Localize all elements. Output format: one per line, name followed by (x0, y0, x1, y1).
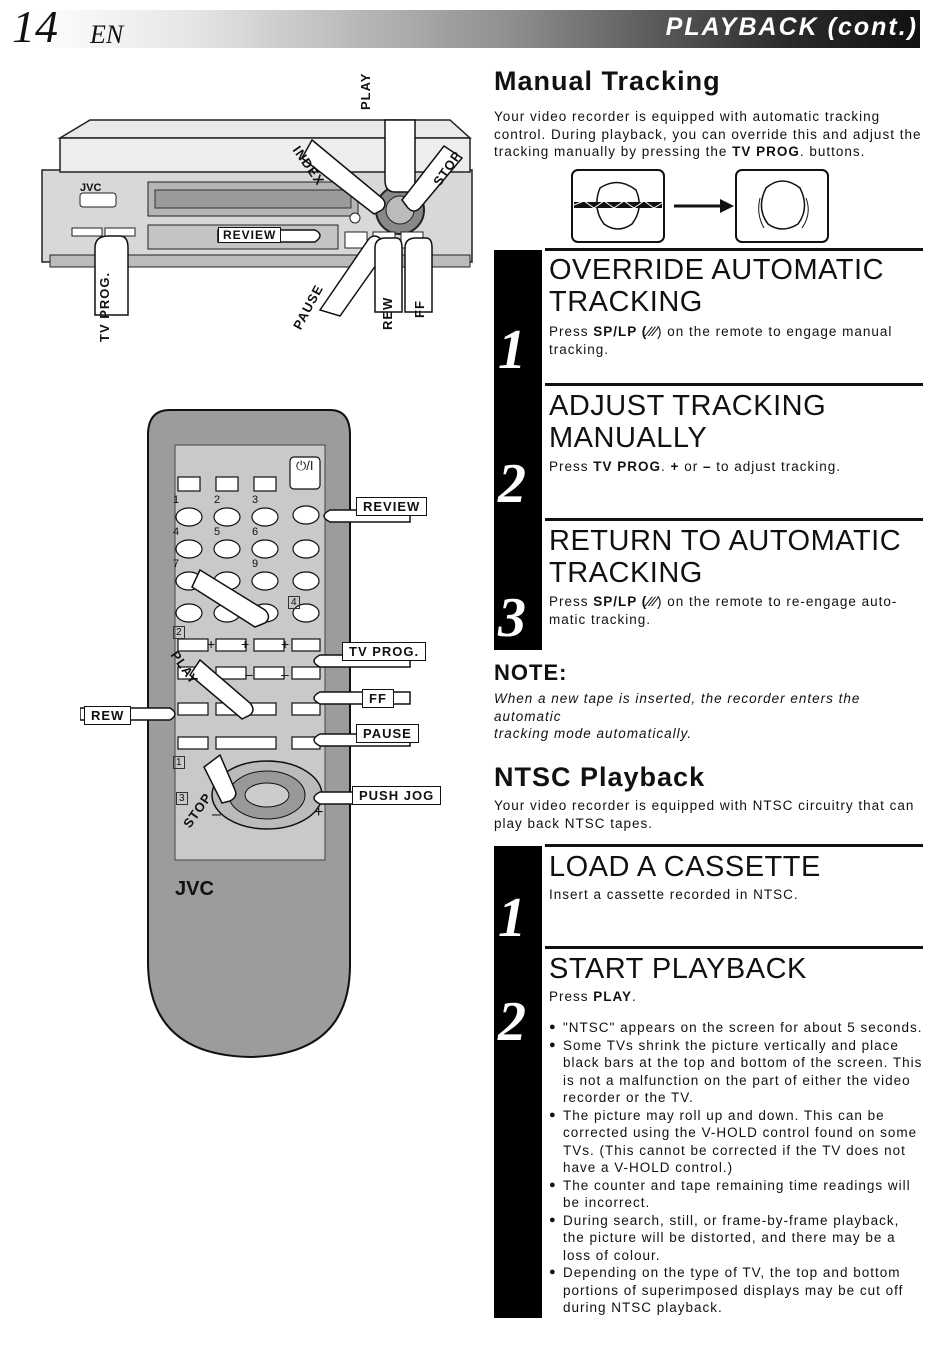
remote-illustration (147, 409, 351, 1059)
manual-tracking-heading: Manual Tracking (494, 66, 721, 96)
vcr-ff-label: FF (412, 300, 427, 318)
ntsc-heading: NTSC Playback (494, 762, 706, 792)
ntsc-step-2-rule (545, 946, 923, 949)
remote-plus-3: + (281, 636, 290, 652)
page-language: EN (90, 20, 124, 49)
step-3-rule (545, 518, 923, 521)
vcr-brand: JVC (80, 182, 102, 194)
remote-review-label: REVIEW (356, 497, 428, 516)
ntsc-step-2-title: START PLAYBACK (549, 953, 807, 985)
ntsc-bullet: The counter and tape remaining time read… (549, 1177, 923, 1212)
remote-plus-1: + (207, 636, 216, 652)
remote-digit-2: 2 (214, 494, 221, 506)
tracking-step-1-body: Press SP/LP (∕∕∕) on the remote to engag… (549, 324, 893, 357)
note-heading: NOTE: (494, 660, 568, 685)
tracking-step-2-body: Press TV PROG. + or – to adjust tracking… (549, 459, 842, 474)
tracking-step-2-number: 2 (498, 453, 526, 515)
ntsc-bullet: Depending on the type of TV, the top and… (549, 1264, 923, 1317)
remote-minus-2: – (281, 666, 289, 682)
tracking-step-1-number: 1 (498, 319, 526, 381)
step-1-rule (545, 248, 923, 251)
tracking-step-3-body: Press SP/LP (∕∕∕) on the remote to re-en… (549, 594, 898, 627)
header-bar (30, 10, 920, 48)
remote-brand: JVC (175, 878, 214, 900)
remote-box-3: 3 (176, 792, 188, 805)
remote-digit-7: 7 (173, 558, 180, 570)
tracking-step-3-number: 3 (498, 587, 526, 649)
remote-box-1: 1 (173, 756, 185, 769)
remote-digit-1: 1 (173, 494, 180, 506)
remote-digit-5: 5 (214, 526, 221, 538)
ntsc-step-1-number: 1 (498, 887, 526, 949)
vcr-tvprog-label: TV PROG. (97, 271, 112, 342)
ntsc-step-2-number: 2 (498, 991, 526, 1053)
remote-pushjog-label: PUSH JOG (352, 786, 442, 805)
ntsc-step-1-rule (545, 844, 923, 847)
remote-ff-label: FF (362, 689, 394, 708)
vcr-play-label: PLAY (358, 72, 373, 110)
ntsc-bullet-list: "NTSC" appears on the screen for about 5… (549, 1019, 923, 1317)
remote-digit-3: 3 (252, 494, 259, 506)
remote-minus-1: – (245, 666, 253, 682)
step-2-rule (545, 383, 923, 386)
remote-box-2: 2 (173, 626, 185, 639)
remote-digit-6: 6 (252, 526, 259, 538)
remote-jog-plus: + (314, 804, 324, 821)
ntsc-bullet: During search, still, or frame-by-frame … (549, 1212, 923, 1265)
ntsc-bullet: Some TVs shrink the picture vertically a… (549, 1037, 923, 1107)
ntsc-bullet: "NTSC" appears on the screen for about 5… (549, 1019, 923, 1037)
remote-jog-minus: – (212, 806, 221, 823)
remote-tvprog-label: TV PROG. (342, 642, 427, 661)
tracking-tv-pictures (571, 169, 829, 243)
ntsc-intro: Your video recorder is equipped with NTS… (494, 798, 915, 831)
remote-rew-label: REW (84, 706, 132, 725)
vcr-review-label: REVIEW (218, 227, 282, 243)
manual-tracking-intro: Your video recorder is equipped with aut… (494, 109, 922, 159)
remote-digit-9: 9 (252, 558, 259, 570)
ntsc-step-1-body: Insert a cassette recorded in NTSC. (549, 887, 799, 902)
remote-pause-label: PAUSE (356, 724, 419, 743)
remote-power-label: ⏻/I (296, 458, 314, 473)
ntsc-steps-bar (494, 846, 542, 1318)
tracking-steps-bar (494, 250, 542, 650)
remote-plus-2: + (241, 636, 250, 652)
page-number: 14 (12, 1, 58, 52)
ntsc-step-1-title: LOAD A CASSETTE (549, 851, 821, 883)
ntsc-step-2-body: Press PLAY. (549, 989, 637, 1004)
remote-box-4: 4 (288, 596, 300, 609)
header-title: PLAYBACK (cont.) (665, 13, 918, 41)
vcr-rew-label: REW (380, 296, 395, 330)
remote-digit-4: 4 (173, 526, 180, 538)
note-body: When a new tape is inserted, the recorde… (494, 691, 861, 741)
ntsc-bullet: The picture may roll up and down. This c… (549, 1107, 923, 1177)
